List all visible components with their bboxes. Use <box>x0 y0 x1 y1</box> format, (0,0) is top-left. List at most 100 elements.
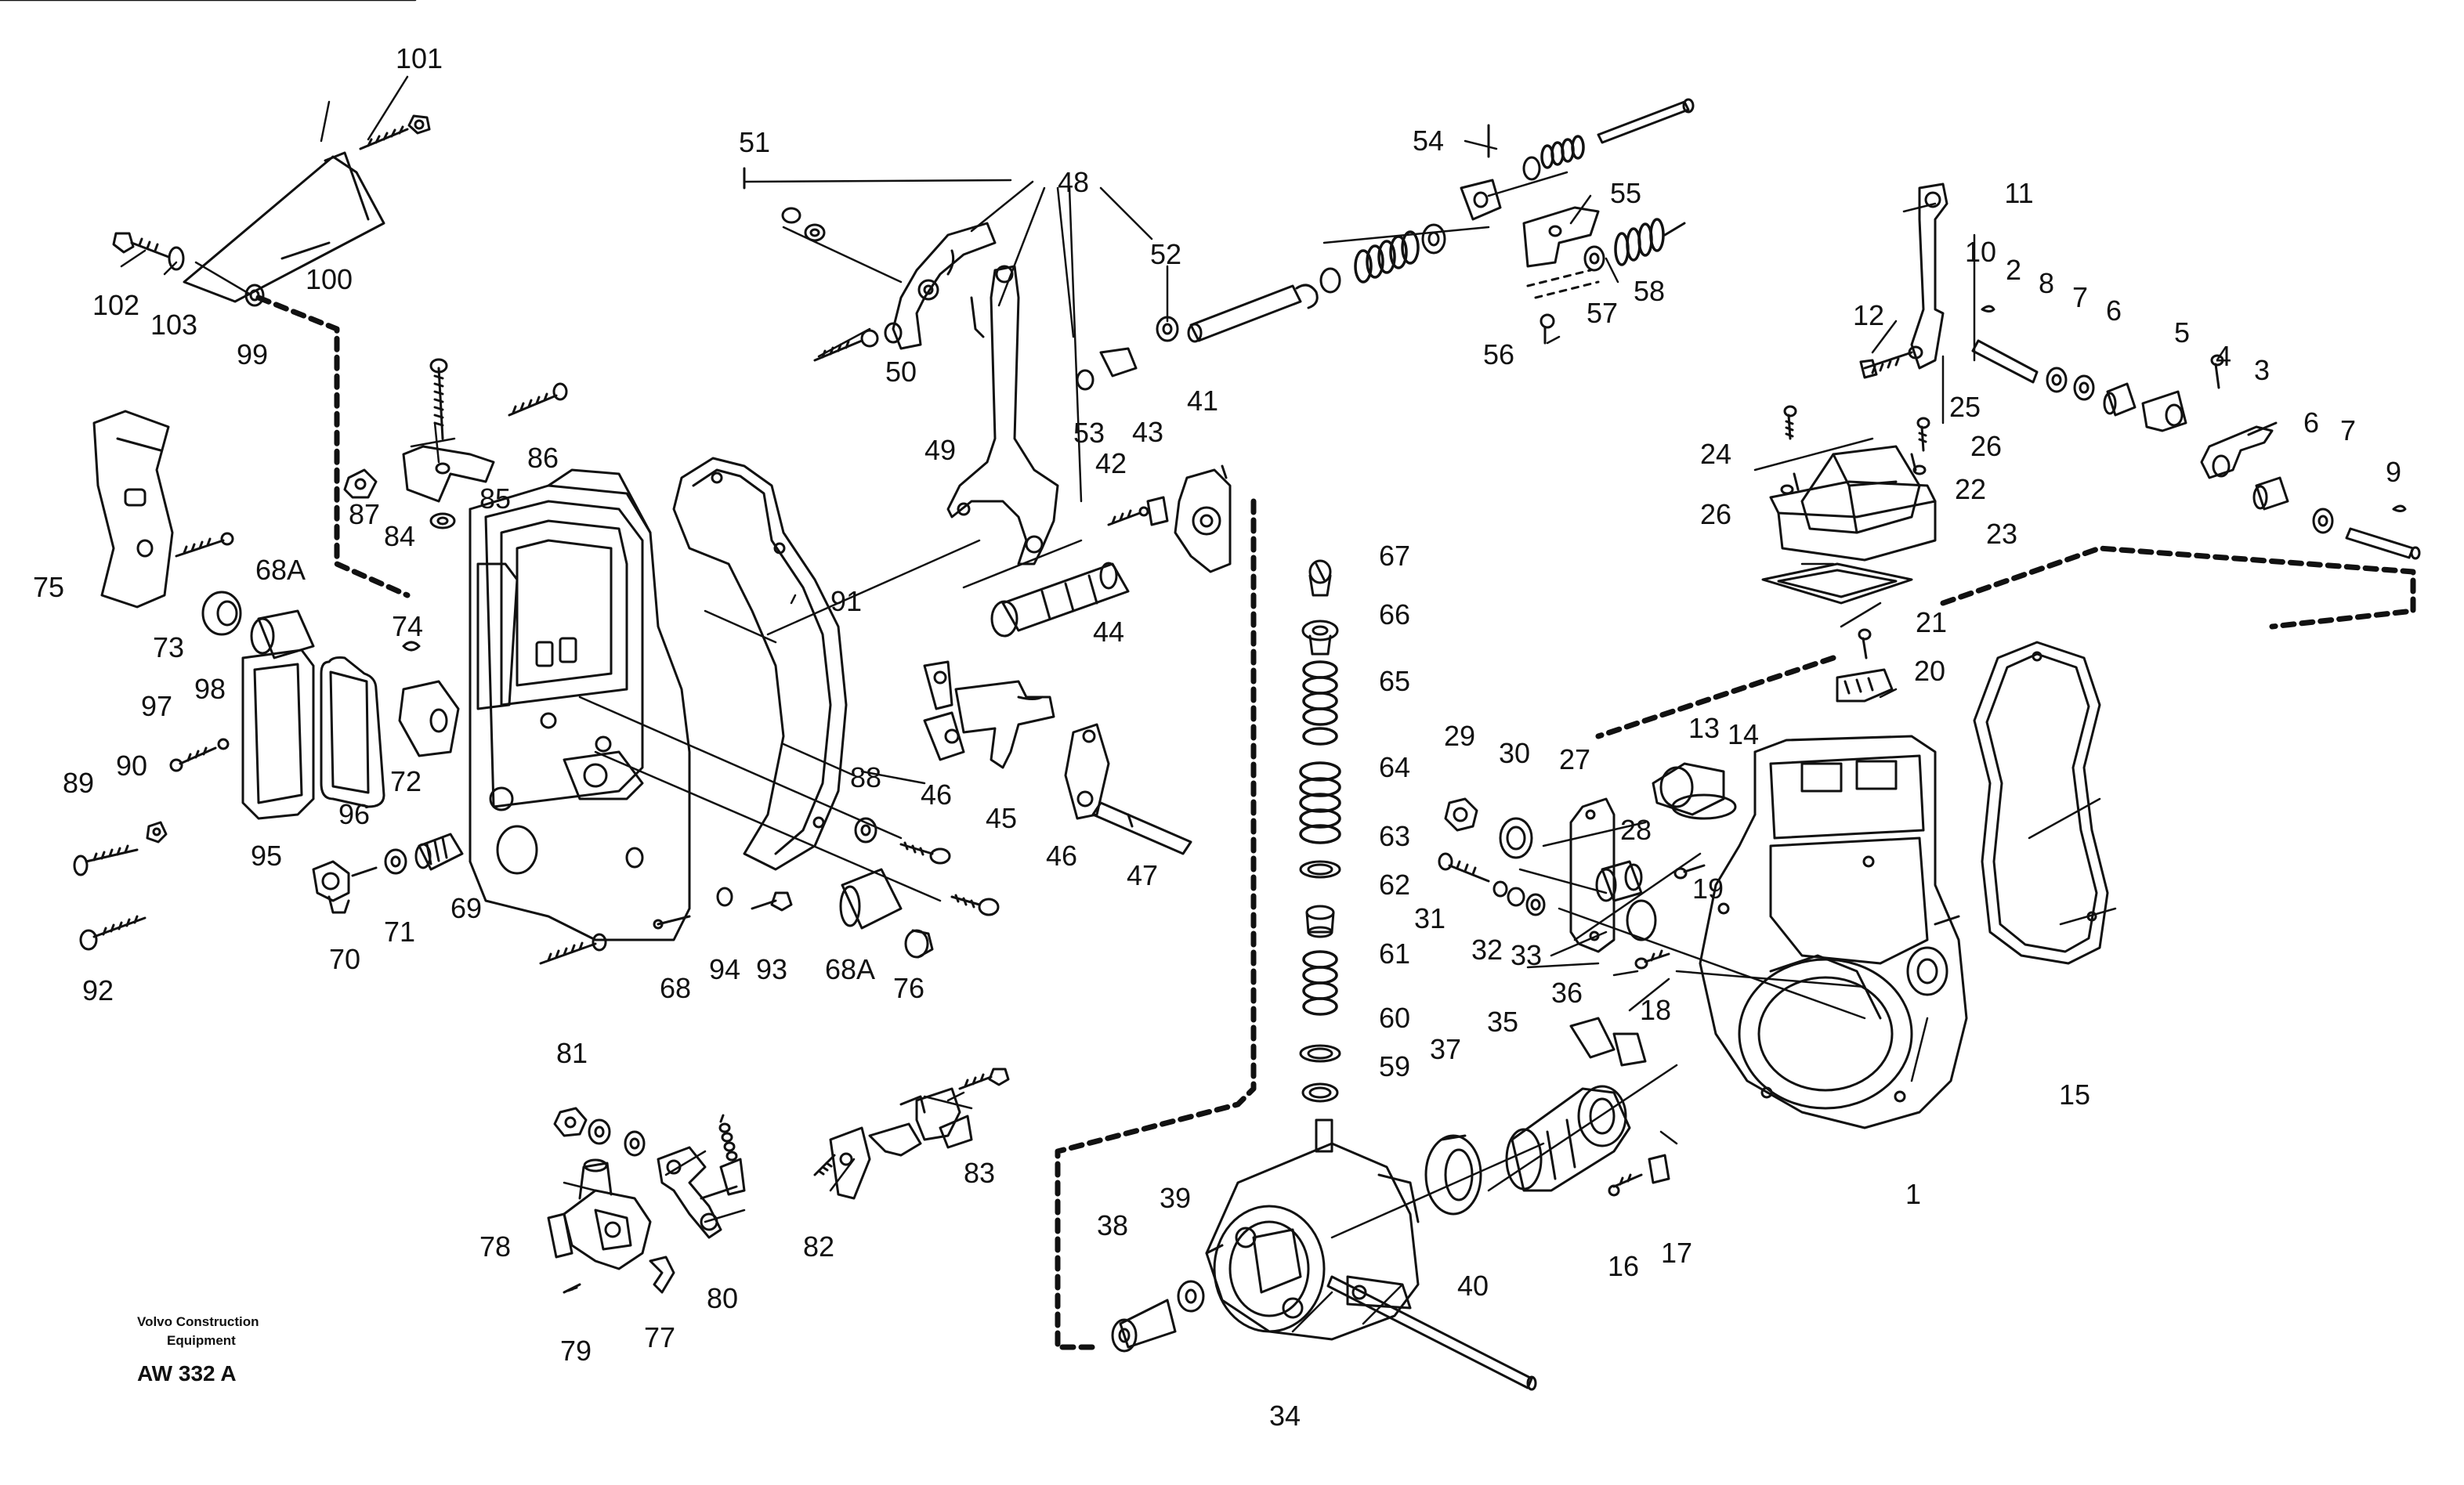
part-label: 46 <box>920 779 953 811</box>
part-label: 46 <box>1045 840 1078 872</box>
part-label: 87 <box>348 498 381 530</box>
part-label: 96 <box>338 798 371 830</box>
part-label: 103 <box>150 309 198 341</box>
part-label: 4 <box>2215 340 2232 372</box>
part-label: 34 <box>1268 1400 1301 1432</box>
part-label: 37 <box>1429 1033 1462 1065</box>
part-label: 7 <box>2071 281 2089 313</box>
part-label: 51 <box>738 126 771 158</box>
part-label: 72 <box>389 765 422 797</box>
linkage-77-83 <box>547 1068 1010 1294</box>
part-label: 83 <box>963 1157 996 1189</box>
dashed-connectors <box>255 294 2416 1350</box>
part-label: 33 <box>1510 939 1543 971</box>
part-label: 57 <box>1586 297 1619 329</box>
part-label: 95 <box>250 840 283 872</box>
part-label: 52 <box>1149 238 1182 270</box>
part-label: 45 <box>985 802 1018 834</box>
part-label: 88 <box>849 761 882 793</box>
part-label: 85 <box>479 482 512 515</box>
part-label: 9 <box>2385 456 2402 488</box>
part-label: 56 <box>1482 338 1515 370</box>
part-label: 89 <box>62 767 95 799</box>
part-label: 58 <box>1633 275 1666 307</box>
part-label: 66 <box>1378 598 1411 630</box>
part-label: 81 <box>555 1037 588 1069</box>
part-label: 75 <box>32 571 65 603</box>
part-label: 98 <box>194 673 226 705</box>
part-label: 5 <box>2173 316 2191 349</box>
part-label: 68 <box>659 972 692 1004</box>
part-label: 74 <box>391 610 424 642</box>
part-label: 31 <box>1413 902 1446 934</box>
part-label: 99 <box>236 338 269 370</box>
part-label: 82 <box>802 1230 835 1263</box>
part-label: 84 <box>383 520 416 552</box>
part-label: 71 <box>383 916 416 948</box>
cover-95-assembly <box>169 649 385 820</box>
drawing-code: AW 332 A <box>137 1361 237 1386</box>
lever-11-assembly <box>1859 182 2421 560</box>
part-label: 53 <box>1073 417 1105 449</box>
part-label: 15 <box>2058 1079 2091 1111</box>
part-label: 11 <box>2004 177 2034 209</box>
part-label: 76 <box>892 972 925 1004</box>
part-label: 69 <box>450 892 483 924</box>
part-label: 36 <box>1550 977 1583 1009</box>
sleeve-35-37 <box>1424 1017 1647 1216</box>
part-label: 8 <box>2038 267 2055 299</box>
part-label: 73 <box>152 631 185 663</box>
part-label: 48 <box>1057 166 1090 198</box>
part-label: 2 <box>2005 254 2022 286</box>
part-label: 78 <box>479 1230 512 1263</box>
part-label: 40 <box>1456 1270 1489 1302</box>
part-label: 64 <box>1378 751 1411 783</box>
part-label: 77 <box>643 1321 676 1353</box>
part-label: 42 <box>1095 447 1127 479</box>
part-label: 17 <box>1660 1237 1693 1269</box>
spring-stack-59-67 <box>1299 559 1341 1103</box>
cover-22-assembly <box>1761 405 1937 605</box>
part-label: 70 <box>328 943 361 975</box>
cover-75-assembly <box>92 410 460 757</box>
part-label: 68A <box>255 554 306 586</box>
part-label: 1 <box>1905 1178 1922 1210</box>
part-label: 44 <box>1092 616 1125 648</box>
part-label: 90 <box>115 750 148 782</box>
part-label: 93 <box>755 953 788 985</box>
part-label: 63 <box>1378 820 1411 852</box>
part-label: 65 <box>1378 665 1411 697</box>
gasket-15 <box>1973 641 2109 965</box>
part-label: 38 <box>1096 1209 1129 1241</box>
part-label: 22 <box>1954 473 1987 505</box>
part-label: 59 <box>1378 1050 1411 1082</box>
part-label: 101 <box>395 42 443 74</box>
part-label: 92 <box>81 974 114 1006</box>
part-label: 39 <box>1159 1182 1192 1214</box>
part-label: 16 <box>1607 1250 1640 1282</box>
part-label: 50 <box>885 356 917 388</box>
part-label: 6 <box>2105 294 2122 327</box>
part-label: 62 <box>1378 869 1411 901</box>
part-label: 61 <box>1378 938 1411 970</box>
part-label: 35 <box>1486 1006 1519 1038</box>
part-label: 10 <box>1964 236 1997 268</box>
weight-carrier-34 <box>1111 1118 1537 1391</box>
part-label: 24 <box>1699 438 1732 470</box>
part-label: 12 <box>1852 299 1885 331</box>
part-label: 18 <box>1639 994 1672 1026</box>
part-label: 67 <box>1378 540 1411 572</box>
part-label: 20 <box>1913 655 1946 687</box>
shaft-41-47 <box>923 464 1232 855</box>
part-label: 47 <box>1126 859 1159 891</box>
part-label: 13 <box>1688 712 1720 744</box>
part-label: 86 <box>526 442 559 474</box>
plate-27-assembly <box>1438 797 1657 953</box>
part-label: 29 <box>1443 720 1476 752</box>
part-label: 55 <box>1609 177 1642 209</box>
part-label: 6 <box>2303 406 2320 439</box>
bracket-100-assembly <box>112 114 431 307</box>
leader-lines <box>0 0 2117 1333</box>
part-label: 54 <box>1412 125 1445 157</box>
